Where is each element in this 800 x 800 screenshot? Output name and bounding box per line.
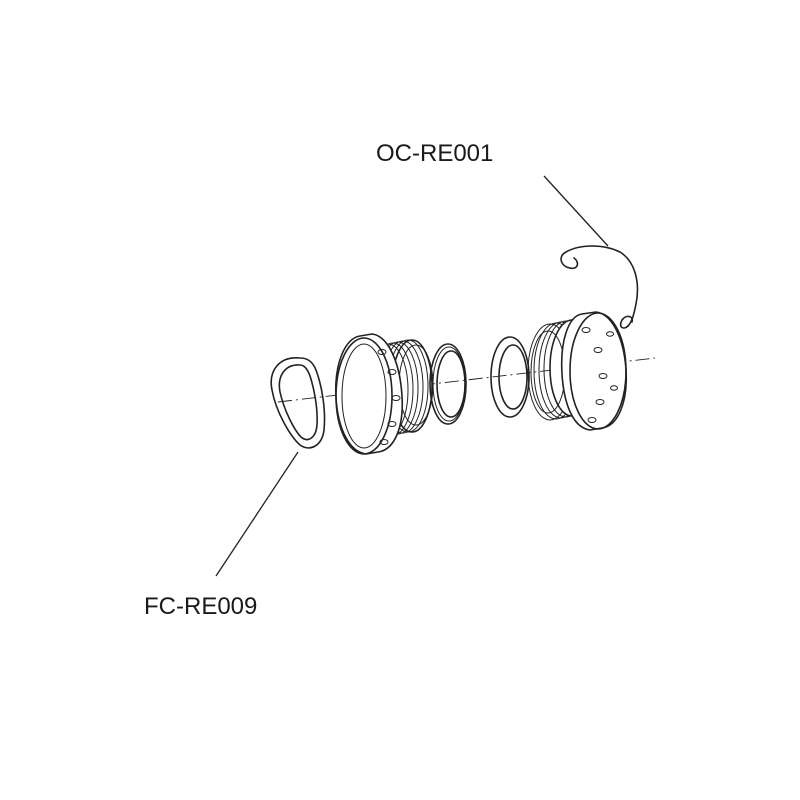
wave-washer-part	[270, 357, 326, 449]
leader-line-top-right	[543, 175, 609, 247]
left-seal-ring	[429, 343, 467, 425]
left-bearing-cup	[335, 333, 434, 455]
label-oc-re001: OC-RE001	[376, 140, 493, 167]
right-bearing-cup	[527, 311, 628, 431]
right-seal-ring	[490, 336, 530, 418]
label-fc-re009: FC-RE009	[144, 593, 257, 620]
leader-line-bottom-left	[215, 451, 299, 577]
retaining-clip-part	[560, 245, 639, 329]
